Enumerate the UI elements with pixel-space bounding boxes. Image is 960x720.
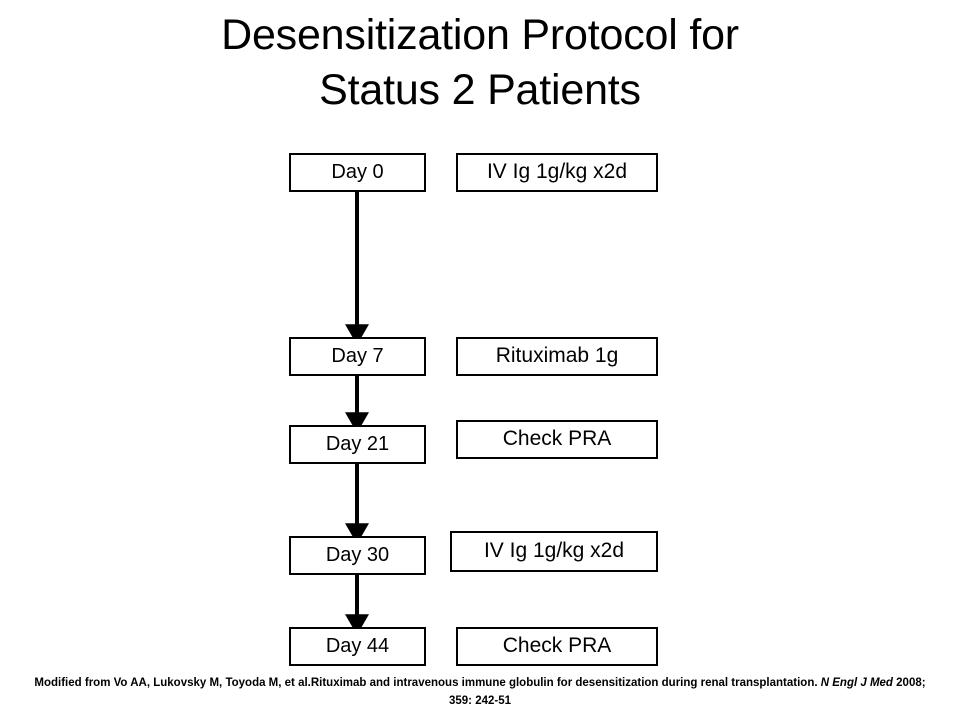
timepoint-box-day-44: Day 44 [289, 627, 426, 666]
citation-journal: N Engl J Med [820, 677, 893, 689]
treatment-box-day-0: IV Ig 1g/kg x2d [456, 153, 658, 192]
citation-footnote: Modified from Vo AA, Lukovsky M, Toyoda … [30, 675, 930, 711]
citation-prefix: Modified from Vo AA, Lukovsky M, Toyoda … [34, 677, 818, 689]
citation-suffix: 2008; 359: 242-51 [448, 677, 926, 707]
page-title-line-2: Status 2 Patients [319, 66, 641, 115]
protocol-flowchart: Day 0 Day 7 Day 21 Day 30 Day 44 IV Ig 1… [289, 153, 658, 666]
treatment-box-day-7: Rituximab 1g [456, 337, 658, 376]
page-title: Desensitization Protocol for Status 2 Pa… [0, 8, 960, 118]
page-title-line-1: Desensitization Protocol for [221, 11, 739, 59]
treatment-box-day-21: Check PRA [456, 420, 658, 459]
treatment-box-day-30: IV Ig 1g/kg x2d [450, 531, 658, 572]
treatment-box-day-44: Check PRA [456, 627, 658, 666]
timepoint-box-day-21: Day 21 [289, 425, 426, 464]
timepoint-box-day-0: Day 0 [289, 153, 426, 192]
timepoint-box-day-7: Day 7 [289, 337, 426, 376]
timepoint-box-day-30: Day 30 [289, 536, 426, 575]
